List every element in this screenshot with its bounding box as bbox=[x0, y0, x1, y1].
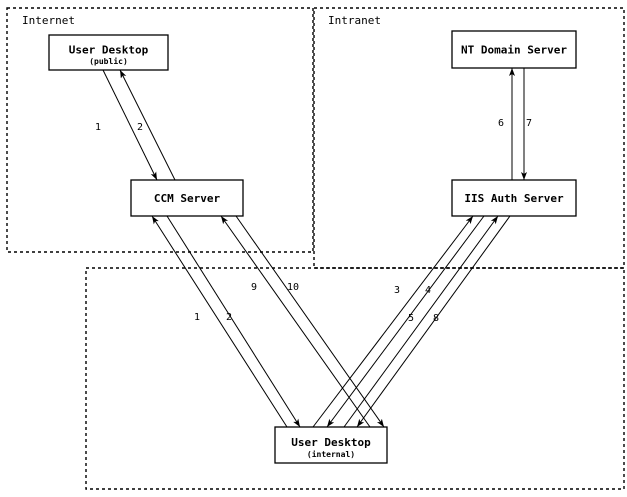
flow-step-label-2: 2 bbox=[137, 122, 143, 133]
flow-9-user-desktop-internal-to-ccm-server: 9 bbox=[220, 215, 371, 428]
flow-2-ccm-server-to-user-desktop-public: 2 bbox=[119, 69, 176, 181]
node-box-user-desktop-internal bbox=[274, 426, 388, 464]
node-label-ccm-server: CCM Server bbox=[154, 192, 221, 205]
zone-intranet: Intranet bbox=[313, 7, 625, 269]
flow-10-ccm-server-to-user-desktop-internal: 10 bbox=[235, 215, 385, 428]
zones-layer: Internet Intranet bbox=[6, 7, 625, 490]
node-user-desktop-internal: User Desktop(internal) bbox=[274, 426, 388, 464]
flow-arrow-10 bbox=[235, 215, 385, 428]
flow-6-iis-auth-server-to-nt-domain-server: 6 bbox=[498, 68, 515, 180]
flow-5-user-desktop-internal-to-iis-auth-server: 5 bbox=[343, 215, 499, 428]
flow-step-label-1: 1 bbox=[95, 122, 101, 133]
flow-2-ccm-server-to-user-desktop-internal: 2 bbox=[166, 215, 301, 428]
node-box-nt-domain-server bbox=[451, 30, 577, 69]
zone-label-internet: Internet bbox=[22, 14, 75, 27]
zone-boundary-internet bbox=[6, 7, 314, 253]
node-box-ccm-server bbox=[130, 179, 244, 217]
node-ccm-server: CCM Server bbox=[130, 179, 244, 217]
flow-step-label-4: 4 bbox=[425, 285, 431, 296]
flow-1-user-desktop-internal-to-ccm-server: 1 bbox=[151, 215, 288, 428]
flows-layer: 1 2 1 2 3 4 5 8 6 7 9 10 bbox=[95, 68, 532, 428]
node-sublabel-user-desktop-internal: (internal) bbox=[307, 449, 355, 459]
flow-arrow-9 bbox=[220, 215, 371, 428]
flow-arrow-1 bbox=[102, 69, 158, 181]
flow-arrow-5 bbox=[343, 215, 499, 428]
flow-3-user-desktop-internal-to-iis-auth-server: 3 bbox=[312, 215, 474, 428]
flow-step-label-5: 5 bbox=[408, 313, 414, 324]
node-label-user-desktop-internal: User Desktop bbox=[291, 436, 371, 449]
flow-step-label-3: 3 bbox=[394, 285, 400, 296]
node-box-iis-auth-server bbox=[451, 179, 577, 217]
zone-internet: Internet bbox=[6, 7, 314, 253]
flow-arrow-4 bbox=[326, 215, 485, 428]
node-nt-domain-server: NT Domain Server bbox=[451, 30, 577, 69]
zone-label-intranet: Intranet bbox=[328, 14, 381, 27]
flow-7-nt-domain-server-to-iis-auth-server: 7 bbox=[521, 68, 532, 180]
flow-arrow-1 bbox=[151, 215, 288, 428]
node-iis-auth-server: IIS Auth Server bbox=[451, 179, 577, 217]
node-label-user-desktop-public: User Desktop bbox=[69, 44, 149, 57]
zone-boundary-internal-lan bbox=[85, 267, 625, 490]
flow-step-label-10: 10 bbox=[287, 282, 299, 293]
node-sublabel-user-desktop-public: (public) bbox=[89, 56, 128, 66]
flow-8-iis-auth-server-to-user-desktop-internal: 8 bbox=[356, 215, 511, 428]
node-label-nt-domain-server: NT Domain Server bbox=[461, 44, 567, 57]
node-box-user-desktop-public bbox=[48, 34, 169, 71]
flow-arrow-8 bbox=[356, 215, 511, 428]
flow-1-user-desktop-public-to-ccm-server: 1 bbox=[95, 69, 158, 181]
node-user-desktop-public: User Desktop(public) bbox=[48, 34, 169, 71]
zone-internal-lan bbox=[85, 267, 625, 490]
flow-step-label-6: 6 bbox=[498, 118, 504, 129]
node-label-iis-auth-server: IIS Auth Server bbox=[464, 192, 564, 205]
flow-step-label-9: 9 bbox=[251, 282, 257, 293]
flow-step-label-8: 8 bbox=[433, 313, 439, 324]
flow-step-label-2: 2 bbox=[226, 312, 232, 323]
zone-boundary-intranet bbox=[313, 7, 625, 269]
flow-arrow-2 bbox=[119, 69, 176, 181]
flow-step-label-7: 7 bbox=[526, 118, 532, 129]
flow-arrow-2 bbox=[166, 215, 301, 428]
flow-4-iis-auth-server-to-user-desktop-internal: 4 bbox=[326, 215, 485, 428]
flow-arrow-3 bbox=[312, 215, 474, 428]
flow-step-label-1: 1 bbox=[194, 312, 200, 323]
